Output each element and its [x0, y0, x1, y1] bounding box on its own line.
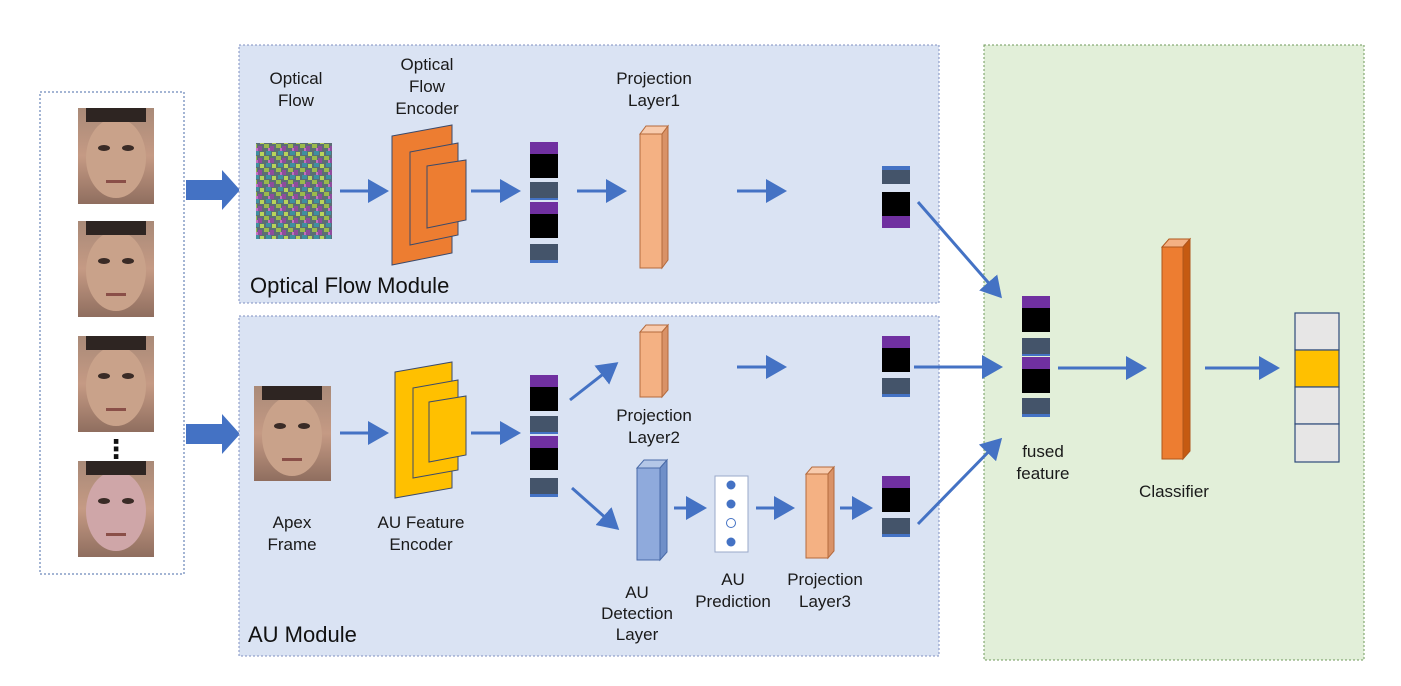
optical-flow-module-panel: [238, 44, 940, 304]
input-face-1: [78, 108, 154, 204]
input-face-4: [78, 461, 154, 557]
flow-vector-to-fused-arrow: [916, 201, 1002, 299]
apex-frame-image: [254, 386, 331, 481]
au-module-title: AU Module: [248, 622, 357, 647]
fused-feature-label-line2: feature: [1017, 464, 1070, 483]
au-projected-vector-bottom: [882, 476, 910, 537]
flow-projected-vector: [882, 166, 910, 228]
au-prediction-label-line1: AU: [721, 570, 745, 589]
au-encoder-label-line1: AU Feature: [378, 513, 465, 532]
au-detection-label-line1: AU: [625, 583, 649, 602]
au-feature-encoder: [394, 361, 467, 499]
projection-layer2: [638, 323, 670, 399]
optical-flow-label-line1: Optical: [270, 69, 323, 88]
projection-layer1-label-line2: Layer1: [628, 91, 680, 110]
output-vector: [1294, 312, 1340, 463]
projection-layer2-label-line1: Projection: [616, 406, 692, 425]
au-detection-label-line3: Layer: [616, 625, 659, 644]
flow-encoder-label-line1: Optical: [401, 55, 454, 74]
input-to-flow-arrow: [186, 170, 240, 210]
classifier-label: Classifier: [1139, 482, 1209, 501]
input-face-3: [78, 336, 154, 432]
optical-flow-label-line2: Flow: [278, 91, 315, 110]
projection-layer1-label-line1: Projection: [616, 69, 692, 88]
classifier-layer: [1160, 237, 1192, 461]
ellipsis-text: ⋮: [103, 434, 129, 464]
au-vector-to-projection2-arrow: [569, 362, 619, 402]
apex-frame-label-line1: Apex: [273, 513, 312, 532]
au-projected-vector-top: [882, 336, 910, 397]
flow-feature-vector: [530, 142, 558, 263]
apex-frame-label-line2: Frame: [267, 535, 316, 554]
au-feature-vector: [530, 375, 558, 497]
input-to-au-arrow: [186, 414, 240, 454]
au-prediction-label-line2: Prediction: [695, 592, 771, 611]
input-face-2: [78, 221, 154, 317]
au-detection-layer: [635, 458, 669, 562]
optical-flow-image: [256, 143, 332, 239]
flow-encoder-label-line2: Flow: [409, 77, 446, 96]
projection-layer3-label-line1: Projection: [787, 570, 863, 589]
fused-feature-label-line1: fused: [1022, 442, 1064, 461]
projection-layer3: [804, 465, 836, 560]
projection-layer2-label-line2: Layer2: [628, 428, 680, 447]
projection-layer3-label-line2: Layer3: [799, 592, 851, 611]
au-encoder-label-line2: Encoder: [389, 535, 453, 554]
optical-flow-module-title: Optical Flow Module: [250, 273, 449, 298]
au-bottom-vector-to-fused-arrow: [916, 437, 1003, 526]
projection-layer1: [639, 124, 669, 270]
flow-encoder-label-line3: Encoder: [395, 99, 459, 118]
fused-feature-vector: [1022, 296, 1050, 417]
au-vector-to-detection-arrow: [571, 486, 620, 530]
optical-flow-encoder: [391, 124, 467, 266]
au-prediction-vector: [714, 475, 749, 553]
au-detection-label-line2: Detection: [601, 604, 673, 623]
